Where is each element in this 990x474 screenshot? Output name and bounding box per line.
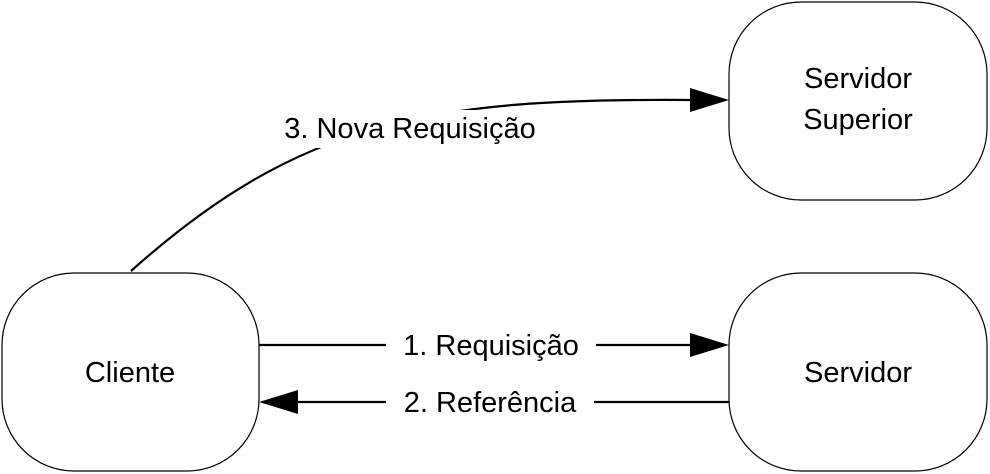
node-servidor-box xyxy=(728,272,988,472)
edge-referencia: 2. Referência xyxy=(259,384,729,420)
node-servidor-label: Servidor xyxy=(804,357,912,389)
edge-referencia-arrowhead xyxy=(259,390,298,414)
edge-nova-requisicao: 3. Nova Requisição xyxy=(130,88,729,272)
node-servidor-superior-label-line1: Servidor xyxy=(804,63,912,95)
node-servidor-superior-label-line2: Superior xyxy=(803,104,913,136)
node-cliente: Cliente xyxy=(1,272,260,472)
edge-requisicao-arrowhead xyxy=(690,333,729,357)
edge-requisicao: 1. Requisição xyxy=(259,327,729,363)
edge-nova-requisicao-label-mask xyxy=(262,110,558,148)
edge-nova-requisicao-arrowhead xyxy=(690,88,729,112)
node-servidor: Servidor xyxy=(728,272,988,472)
node-servidor-superior: Servidor Superior xyxy=(728,1,988,201)
node-cliente-box xyxy=(1,272,260,472)
node-servidor-superior-box xyxy=(728,1,988,201)
edge-referencia-label-mask xyxy=(386,384,594,420)
edge-referencia-label: 2. Referência xyxy=(404,387,577,419)
node-cliente-label: Cliente xyxy=(85,357,175,389)
edge-requisicao-label: 1. Requisição xyxy=(403,330,579,362)
edge-requisicao-label-mask xyxy=(386,327,596,363)
edge-nova-requisicao-label: 3. Nova Requisição xyxy=(284,113,535,145)
